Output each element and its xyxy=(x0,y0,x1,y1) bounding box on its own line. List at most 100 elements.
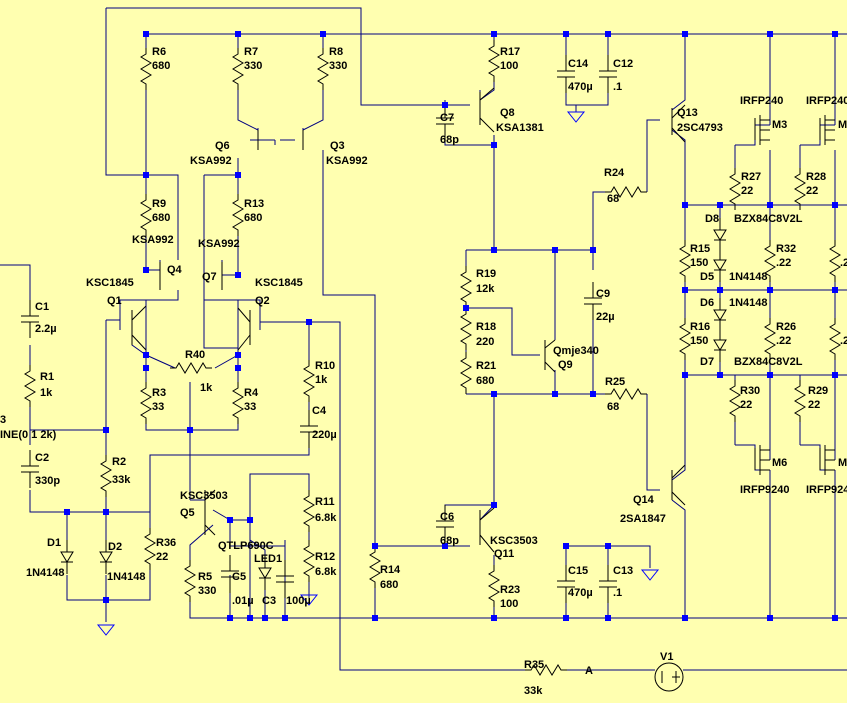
label-c1-value: 2.2µ xyxy=(35,323,57,335)
label-node-a: A xyxy=(585,665,593,677)
resistor-r33 xyxy=(829,239,841,283)
label-c12-value: .1 xyxy=(613,81,622,93)
label-q8: Q8 xyxy=(500,107,515,119)
label-q7: Q7 xyxy=(202,271,217,283)
label-r33-value: .2 xyxy=(840,257,847,269)
label-ksc1845-q1: KSC1845 xyxy=(86,277,134,289)
label-r30: R30 xyxy=(740,385,760,397)
label-d5-type: 1N4148 xyxy=(729,271,768,283)
resistor-r30 xyxy=(729,379,741,423)
label-r13: R13 xyxy=(244,198,264,210)
label-d6-type: 1N4148 xyxy=(729,297,768,309)
label-d8-type: BZX84C8V2L xyxy=(734,213,803,225)
label-r29: R29 xyxy=(808,385,828,397)
label-r19: R19 xyxy=(476,268,496,280)
label-r25-value: 68 xyxy=(607,401,619,413)
label-r7-value: 330 xyxy=(244,60,262,72)
label-ksc1845-q2: KSC1845 xyxy=(255,277,303,289)
label-c13-value: .1 xyxy=(613,587,622,599)
label-r21-value: 680 xyxy=(476,375,494,387)
label-v1: V1 xyxy=(660,651,673,663)
label-d7: D7 xyxy=(700,356,714,368)
label-r2-value: 33k xyxy=(112,474,131,486)
label-r3: R3 xyxy=(152,387,166,399)
wires xyxy=(0,7,847,671)
label-r6: R6 xyxy=(152,46,166,58)
label-r35-value: 33k xyxy=(524,685,543,697)
grounds xyxy=(97,111,659,636)
label-c5-value: .01µ xyxy=(232,595,254,607)
label-q7-type: KSA992 xyxy=(198,238,240,250)
label-q1: Q1 xyxy=(107,295,122,307)
resistor-r36 xyxy=(144,527,156,571)
label-q11-type: KSC3503 xyxy=(490,535,538,547)
label-q9-type: Qmje340 xyxy=(553,345,599,357)
label-r25: R25 xyxy=(605,376,625,388)
label-r12-value: 6.8k xyxy=(315,566,337,578)
resistor-r6 xyxy=(140,47,152,91)
resistor-r12 xyxy=(303,539,315,583)
label-d7-type: BZX84C8V2L xyxy=(734,356,803,368)
label-m6: M6 xyxy=(772,457,787,469)
diode-d5 xyxy=(713,247,727,283)
label-c7: C7 xyxy=(440,112,454,124)
label-r6-value: 680 xyxy=(152,60,170,72)
label-r40: R40 xyxy=(185,349,205,361)
label-r11: R11 xyxy=(315,496,335,508)
resistor-r10 xyxy=(303,359,315,403)
resistor-r28 xyxy=(794,167,806,211)
label-c13: C13 xyxy=(613,565,633,577)
label-c9: C9 xyxy=(596,288,610,300)
label-r15-value: 150 xyxy=(690,257,708,269)
label-q5-type: KSC3503 xyxy=(180,490,228,502)
label-r16-value: 150 xyxy=(690,335,708,347)
diode-d6 xyxy=(713,297,727,333)
label-r28: R28 xyxy=(806,171,826,183)
label-m5: M xyxy=(838,457,847,469)
label-d8: D8 xyxy=(705,213,719,225)
label-r14: R14 xyxy=(380,564,401,576)
label-r9: R9 xyxy=(152,198,166,210)
label-r9-value: 680 xyxy=(152,212,170,224)
label-c15-value: 470µ xyxy=(568,587,593,599)
label-q4: Q4 xyxy=(167,264,183,276)
resistor-r4 xyxy=(232,381,244,425)
label-q4-type: KSA992 xyxy=(132,234,174,246)
label-r36-value: 22 xyxy=(156,551,168,563)
resistor-r18 xyxy=(460,307,472,351)
label-q5: Q5 xyxy=(180,507,195,519)
label-r26-value: .22 xyxy=(776,335,791,347)
label-r8-value: 330 xyxy=(329,60,347,72)
label-c4-value: 220µ xyxy=(312,429,337,441)
label-c1: C1 xyxy=(35,301,49,313)
label-q2: Q2 xyxy=(255,295,270,307)
label-c9-value: 22µ xyxy=(596,311,615,323)
resistor-r25 xyxy=(604,388,648,400)
label-r32-value: .22 xyxy=(776,257,791,269)
label-r18-value: 220 xyxy=(476,336,494,348)
resistor-r14 xyxy=(369,545,381,589)
label-m3-type: IRFP240 xyxy=(740,95,783,107)
resistor-r19 xyxy=(460,265,472,309)
junctions xyxy=(64,31,838,621)
label-r27-value: 22 xyxy=(741,185,753,197)
label-r21: R21 xyxy=(476,360,496,372)
label-d2-type: 1N4148 xyxy=(107,571,146,583)
label-r40-value: 1k xyxy=(200,382,213,394)
label-d5: D5 xyxy=(700,271,714,283)
resistor-r1 xyxy=(24,364,36,408)
label-q14: Q14 xyxy=(633,494,655,506)
resistor-r2 xyxy=(100,454,112,498)
label-r10-value: 1k xyxy=(315,374,328,386)
label-qtlp690c: QTLP690C xyxy=(218,540,274,552)
label-m3: M3 xyxy=(772,119,787,131)
label-r23: R23 xyxy=(500,584,520,596)
label-c14: C14 xyxy=(568,58,589,70)
resistor-r34 xyxy=(829,317,841,361)
label-c2-value: 330p xyxy=(35,475,60,487)
label-r13-value: 680 xyxy=(244,212,262,224)
resistor-r27 xyxy=(729,167,741,211)
label-r17-value: 100 xyxy=(500,60,518,72)
label-r4: R4 xyxy=(244,387,259,399)
